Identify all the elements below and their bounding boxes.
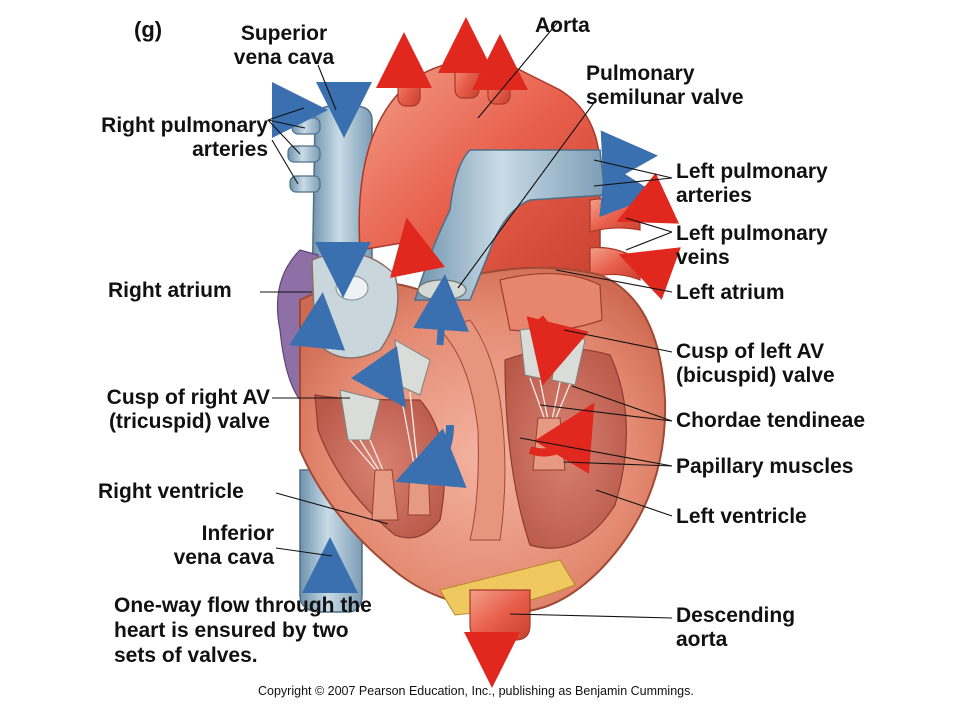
pulmonary-valve-shape [417,279,467,301]
label-cusp-left-av-valve: Cusp of left AV (bicuspid) valve [676,340,835,387]
right-atrium-cavity [311,252,399,359]
label-inferior-vena-cava: Inferior vena cava [173,522,274,569]
label-left-pulmonary-veins: Left pulmonary veins [676,222,828,269]
interventricular-septum [439,319,506,541]
label-descending-aorta: Descending aorta [676,604,796,651]
label-cusp-right-av-valve: Cusp of right AV (tricuspid) valve [106,386,270,433]
descending-aorta-vessel [469,589,531,641]
label-left-atrium: Left atrium [676,281,785,304]
label-right-atrium: Right atrium [108,279,232,302]
label-superior-vena-cava: Superior vena cava [233,22,335,69]
label-chordae-tendineae: Chordae tendineae [676,409,866,432]
label-left-pulmonary-arteries: Left pulmonary arteries [676,160,828,207]
leader-lines [260,21,673,619]
valve-flow-note: One-way flow through the heart is ensure… [114,594,372,667]
figure-tag: (g) [134,17,163,42]
label-right-pulmonary-arteries: Right pulmonary arteries [101,114,268,161]
label-aorta: Aorta [535,14,590,37]
right-pulmonary-artery-branches [287,117,321,193]
label-right-ventricle: Right ventricle [98,480,244,503]
copyright-notice: Copyright © 2007 Pearson Education, Inc.… [258,684,694,698]
oxygenated-flow-arrows [376,17,681,688]
left-atrium-cavity [499,272,603,332]
label-pulmonary-semilunar-valve: Pulmonary semilunar valve [586,62,744,109]
label-papillary-muscles: Papillary muscles [676,455,854,478]
label-left-ventricle: Left ventricle [676,505,807,528]
